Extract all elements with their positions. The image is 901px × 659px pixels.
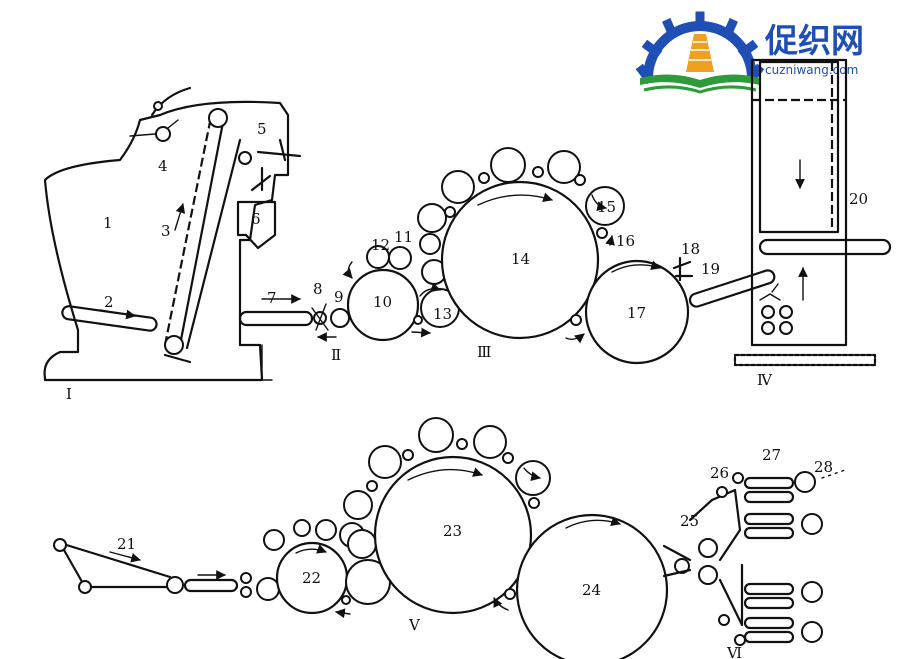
section-label-2: Ⅱ	[331, 346, 341, 364]
conveyor-19	[688, 269, 776, 308]
part-label-14: 14	[511, 250, 530, 268]
section-label-1: Ⅰ	[66, 385, 72, 403]
part-label-19: 19	[701, 260, 720, 278]
part-label-7: 7	[267, 289, 277, 307]
feed-apron	[238, 310, 314, 327]
inclined-lattice-back	[185, 138, 242, 350]
part-label-21: 21	[117, 535, 136, 553]
logo-name: 促织网	[764, 21, 864, 60]
part-label-20: 20	[849, 190, 868, 208]
part-label-13: 13	[433, 305, 452, 323]
part-label-24: 24	[582, 581, 601, 599]
section-label-6: Ⅵ	[726, 644, 742, 659]
licker-in-small	[330, 308, 350, 328]
part-label-2: 2	[104, 293, 114, 311]
part-label-4: 4	[158, 157, 168, 175]
lattice-bottom-roller	[164, 335, 184, 355]
part-label-3: 3	[161, 222, 171, 240]
section-labels: Ⅰ Ⅱ Ⅲ Ⅳ Ⅴ Ⅵ	[66, 343, 773, 659]
part-label-6: 6	[251, 210, 261, 228]
part-labels: 1 2 3 4 5 6 7 8 9 10 11 12 13 14 15 16 1…	[103, 120, 868, 599]
part-label-8: 8	[313, 280, 323, 298]
part-label-15: 15	[597, 198, 616, 216]
section-5-card	[53, 417, 669, 659]
section-2-feed	[238, 294, 350, 342]
part-label-22: 22	[302, 569, 321, 587]
output-frame	[710, 488, 744, 627]
part-label-27: 27	[762, 446, 781, 464]
stripper-18	[672, 256, 694, 282]
evener-roller	[155, 126, 171, 142]
hood-arm	[150, 86, 192, 117]
doffer-24	[515, 513, 669, 659]
book-field-icon	[640, 74, 760, 94]
part-label-17: 17	[627, 304, 646, 322]
main-cylinder-23	[373, 455, 533, 615]
part-label-25: 25	[680, 512, 699, 530]
cotton-hopper	[236, 200, 277, 250]
roller-28	[794, 471, 816, 493]
part-label-9: 9	[334, 288, 344, 306]
section-label-4: Ⅳ	[757, 371, 773, 389]
section-3-card	[342, 147, 776, 365]
chute-output-apron	[733, 353, 877, 367]
main-cylinder-14	[440, 180, 600, 340]
chute-upper	[758, 60, 840, 234]
roller-25	[698, 538, 718, 558]
roller-11	[388, 246, 412, 270]
lattice-top-roller	[208, 108, 228, 128]
site-logo: 促织网 cuzniwang.com	[635, 11, 864, 94]
inclined-lattice-right	[178, 110, 227, 347]
logo-domain: cuzniwang.com	[765, 63, 858, 77]
yarn-cone-icon	[686, 34, 714, 72]
arrow-3	[174, 203, 186, 231]
part-label-10: 10	[373, 293, 392, 311]
arrow-2	[99, 309, 136, 320]
part-label-11: 11	[394, 228, 413, 246]
chute-frame	[750, 58, 848, 347]
part-label-26: 26	[710, 464, 729, 482]
opener-housing	[43, 100, 290, 382]
section-1-bale-opener	[43, 86, 302, 382]
part-label-23: 23	[443, 522, 462, 540]
part-label-18: 18	[681, 240, 700, 258]
section-6-output	[662, 469, 846, 646]
chute-conveyor-20	[758, 238, 892, 256]
doffer-17	[584, 259, 690, 365]
gear-icon	[635, 11, 765, 85]
inclined-lattice-left	[163, 111, 214, 346]
section-label-5: Ⅴ	[408, 616, 421, 634]
licker-in-10	[346, 268, 420, 342]
part-label-12: 12	[371, 236, 390, 254]
output-aprons	[743, 476, 795, 644]
part-label-5: 5	[257, 120, 267, 138]
feed-apron-v	[183, 578, 239, 593]
section-4-chute	[733, 58, 892, 367]
part-label-16: 16	[616, 232, 635, 250]
part-label-28: 28	[814, 458, 833, 476]
section-label-3: Ⅲ	[477, 343, 491, 361]
part-label-1: 1	[103, 214, 113, 232]
